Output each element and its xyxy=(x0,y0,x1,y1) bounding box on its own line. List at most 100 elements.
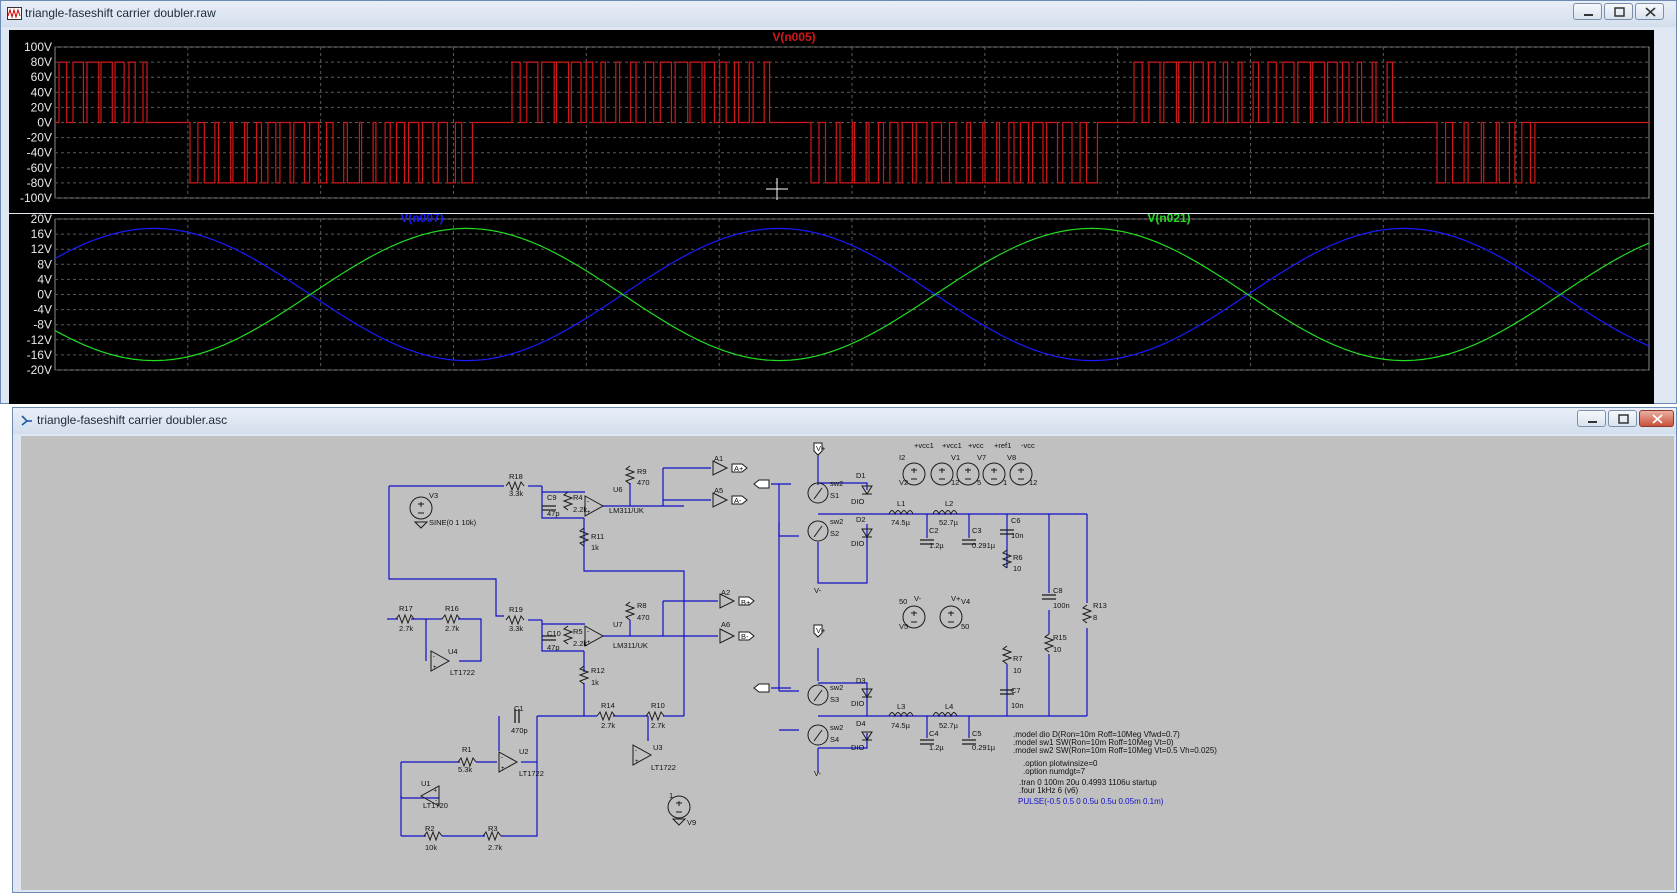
resistor-r8[interactable] xyxy=(625,601,635,621)
switch-s3[interactable] xyxy=(807,684,829,706)
resistor-r5[interactable] xyxy=(563,625,573,645)
maximize-button[interactable] xyxy=(1604,3,1633,20)
schematic-label: V8 xyxy=(1007,453,1016,462)
y-tick-label: -60V xyxy=(27,161,52,175)
y-tick-label: -80V xyxy=(27,176,52,190)
wire xyxy=(388,486,504,617)
schematic-label: 1k xyxy=(591,543,599,552)
schematic-app-icon xyxy=(21,415,32,426)
opamp-u4[interactable] xyxy=(430,650,450,672)
schematic-label: R1 xyxy=(462,745,472,754)
schematic-label: 2.7k xyxy=(445,624,459,633)
schematic-label: V3 xyxy=(429,491,438,500)
resistor-r13[interactable] xyxy=(1082,604,1092,624)
schematic-label: 52.7µ xyxy=(939,518,959,527)
source-v3[interactable] xyxy=(409,496,433,520)
schematic-titlebar[interactable]: triangle-faseshift carrier doubler.asc xyxy=(13,408,1676,434)
schematic-close-button[interactable] xyxy=(1639,410,1674,427)
schematic-label: S1 xyxy=(830,491,839,500)
schematic-label: 0.291µ xyxy=(972,541,996,550)
switch-s2[interactable] xyxy=(807,520,829,542)
waveform-titlebar[interactable]: triangle-faseshift carrier doubler.raw xyxy=(1,1,1676,27)
ground[interactable] xyxy=(414,521,428,529)
y-tick-label: 16V xyxy=(31,227,52,241)
resistor-r2[interactable] xyxy=(423,831,443,841)
source-v1[interactable] xyxy=(930,462,954,486)
schematic-maximize-button[interactable] xyxy=(1608,410,1637,427)
y-tick-label: 20V xyxy=(31,100,52,114)
resistor-r19[interactable] xyxy=(505,615,525,625)
schematic-window: triangle-faseshift carrier doubler.asc -… xyxy=(12,407,1677,893)
opamp-u2[interactable] xyxy=(498,751,518,773)
schematic-label: A+ xyxy=(734,464,744,473)
schematic-minimize-button[interactable] xyxy=(1577,410,1606,427)
port-b-plus-in[interactable] xyxy=(753,479,770,489)
schematic-drawing[interactable]: -+ R183.3kC947pR42.2kU6LM311/UKR9470R111… xyxy=(21,436,1674,890)
schematic-label: 52.7µ xyxy=(939,721,959,730)
comparator-u7[interactable] xyxy=(584,625,604,647)
comparator-u6[interactable] xyxy=(584,495,604,517)
source-ref[interactable] xyxy=(982,462,1006,486)
wire xyxy=(778,484,799,537)
close-button[interactable] xyxy=(1635,3,1664,20)
wire xyxy=(501,762,538,837)
schematic-label: 1 xyxy=(669,791,673,800)
resistor-r10[interactable] xyxy=(645,711,665,721)
schematic-label: C4 xyxy=(929,729,939,738)
schematic-label: 74.5µ xyxy=(891,721,911,730)
source-v4[interactable] xyxy=(939,605,963,629)
minimize-button[interactable] xyxy=(1573,3,1602,20)
switch-s1[interactable] xyxy=(807,482,829,504)
resistor-r3[interactable] xyxy=(482,831,502,841)
buffer-a5[interactable] xyxy=(712,492,728,508)
schematic-label: V4 xyxy=(961,597,970,606)
port-b-minus-in[interactable] xyxy=(753,683,770,693)
resistor-r9[interactable] xyxy=(625,465,635,485)
schematic-label: 5.3k xyxy=(458,765,472,774)
schematic-label: S3 xyxy=(830,695,839,704)
schematic-label: LM311/UK xyxy=(613,641,648,650)
buffer-a1[interactable] xyxy=(712,460,728,476)
spice-directive: .tran 0 100m 20u 0.4993 1106u startup xyxy=(1019,778,1157,787)
schematic-label: D4 xyxy=(856,719,866,728)
buffer-a6[interactable] xyxy=(719,628,735,644)
resistor-r4[interactable] xyxy=(563,491,573,511)
schematic-label: 74.5µ xyxy=(891,518,911,527)
resistor-r16[interactable] xyxy=(441,614,461,624)
schematic-label: V1 xyxy=(951,453,960,462)
switch-s4[interactable] xyxy=(807,724,829,746)
schematic-label: 10n xyxy=(1011,701,1024,710)
resistor-r15[interactable] xyxy=(1044,633,1054,653)
spice-directive: .model sw2 SW(Ron=10m Roff=10Meg Vt=0.5 … xyxy=(1013,746,1217,755)
schematic-window-title: triangle-faseshift carrier doubler.asc xyxy=(37,413,228,427)
schematic-label: LM311/UK xyxy=(609,506,644,515)
spice-directive: .option numdgt=7 xyxy=(1023,767,1086,776)
resistor-r14[interactable] xyxy=(596,711,616,721)
capacitor-c8[interactable] xyxy=(1041,594,1057,600)
close-icon xyxy=(1652,414,1663,424)
schematic-label: R16 xyxy=(445,604,459,613)
schematic-label: 12 xyxy=(951,478,959,487)
schematic-canvas[interactable]: -+ R183.3kC947pR42.2kU6LM311/UKR9470R111… xyxy=(21,436,1674,890)
wire xyxy=(458,618,482,662)
schematic-label: V+ xyxy=(951,594,961,603)
pane-2-plot[interactable]: 20V16V12V8V4V0V-4V-8V-12V-16V-20VV(n007)… xyxy=(9,211,1654,404)
schematic-label: +ref1 xyxy=(994,441,1011,450)
schematic-label: A2 xyxy=(721,588,730,597)
trace-v-n007 xyxy=(54,227,1650,362)
schematic-label: sw2 xyxy=(830,723,843,732)
schematic-label: -vcc xyxy=(1021,441,1035,450)
schematic-label: U4 xyxy=(448,647,458,656)
pane-1-plot[interactable]: 100V80V60V40V20V0V-20V-40V-60V-80V-100VV… xyxy=(9,30,1654,213)
wire xyxy=(818,682,868,716)
source-v7[interactable] xyxy=(956,462,980,486)
resistor-r7[interactable] xyxy=(1002,645,1012,665)
opamp-u3[interactable] xyxy=(632,744,652,766)
schematic-label: A1 xyxy=(714,454,723,463)
schematic-label: 2.7k xyxy=(488,843,502,852)
ground[interactable] xyxy=(672,818,686,826)
schematic-label: sw2 xyxy=(830,683,843,692)
schematic-label: 10 xyxy=(1053,645,1061,654)
